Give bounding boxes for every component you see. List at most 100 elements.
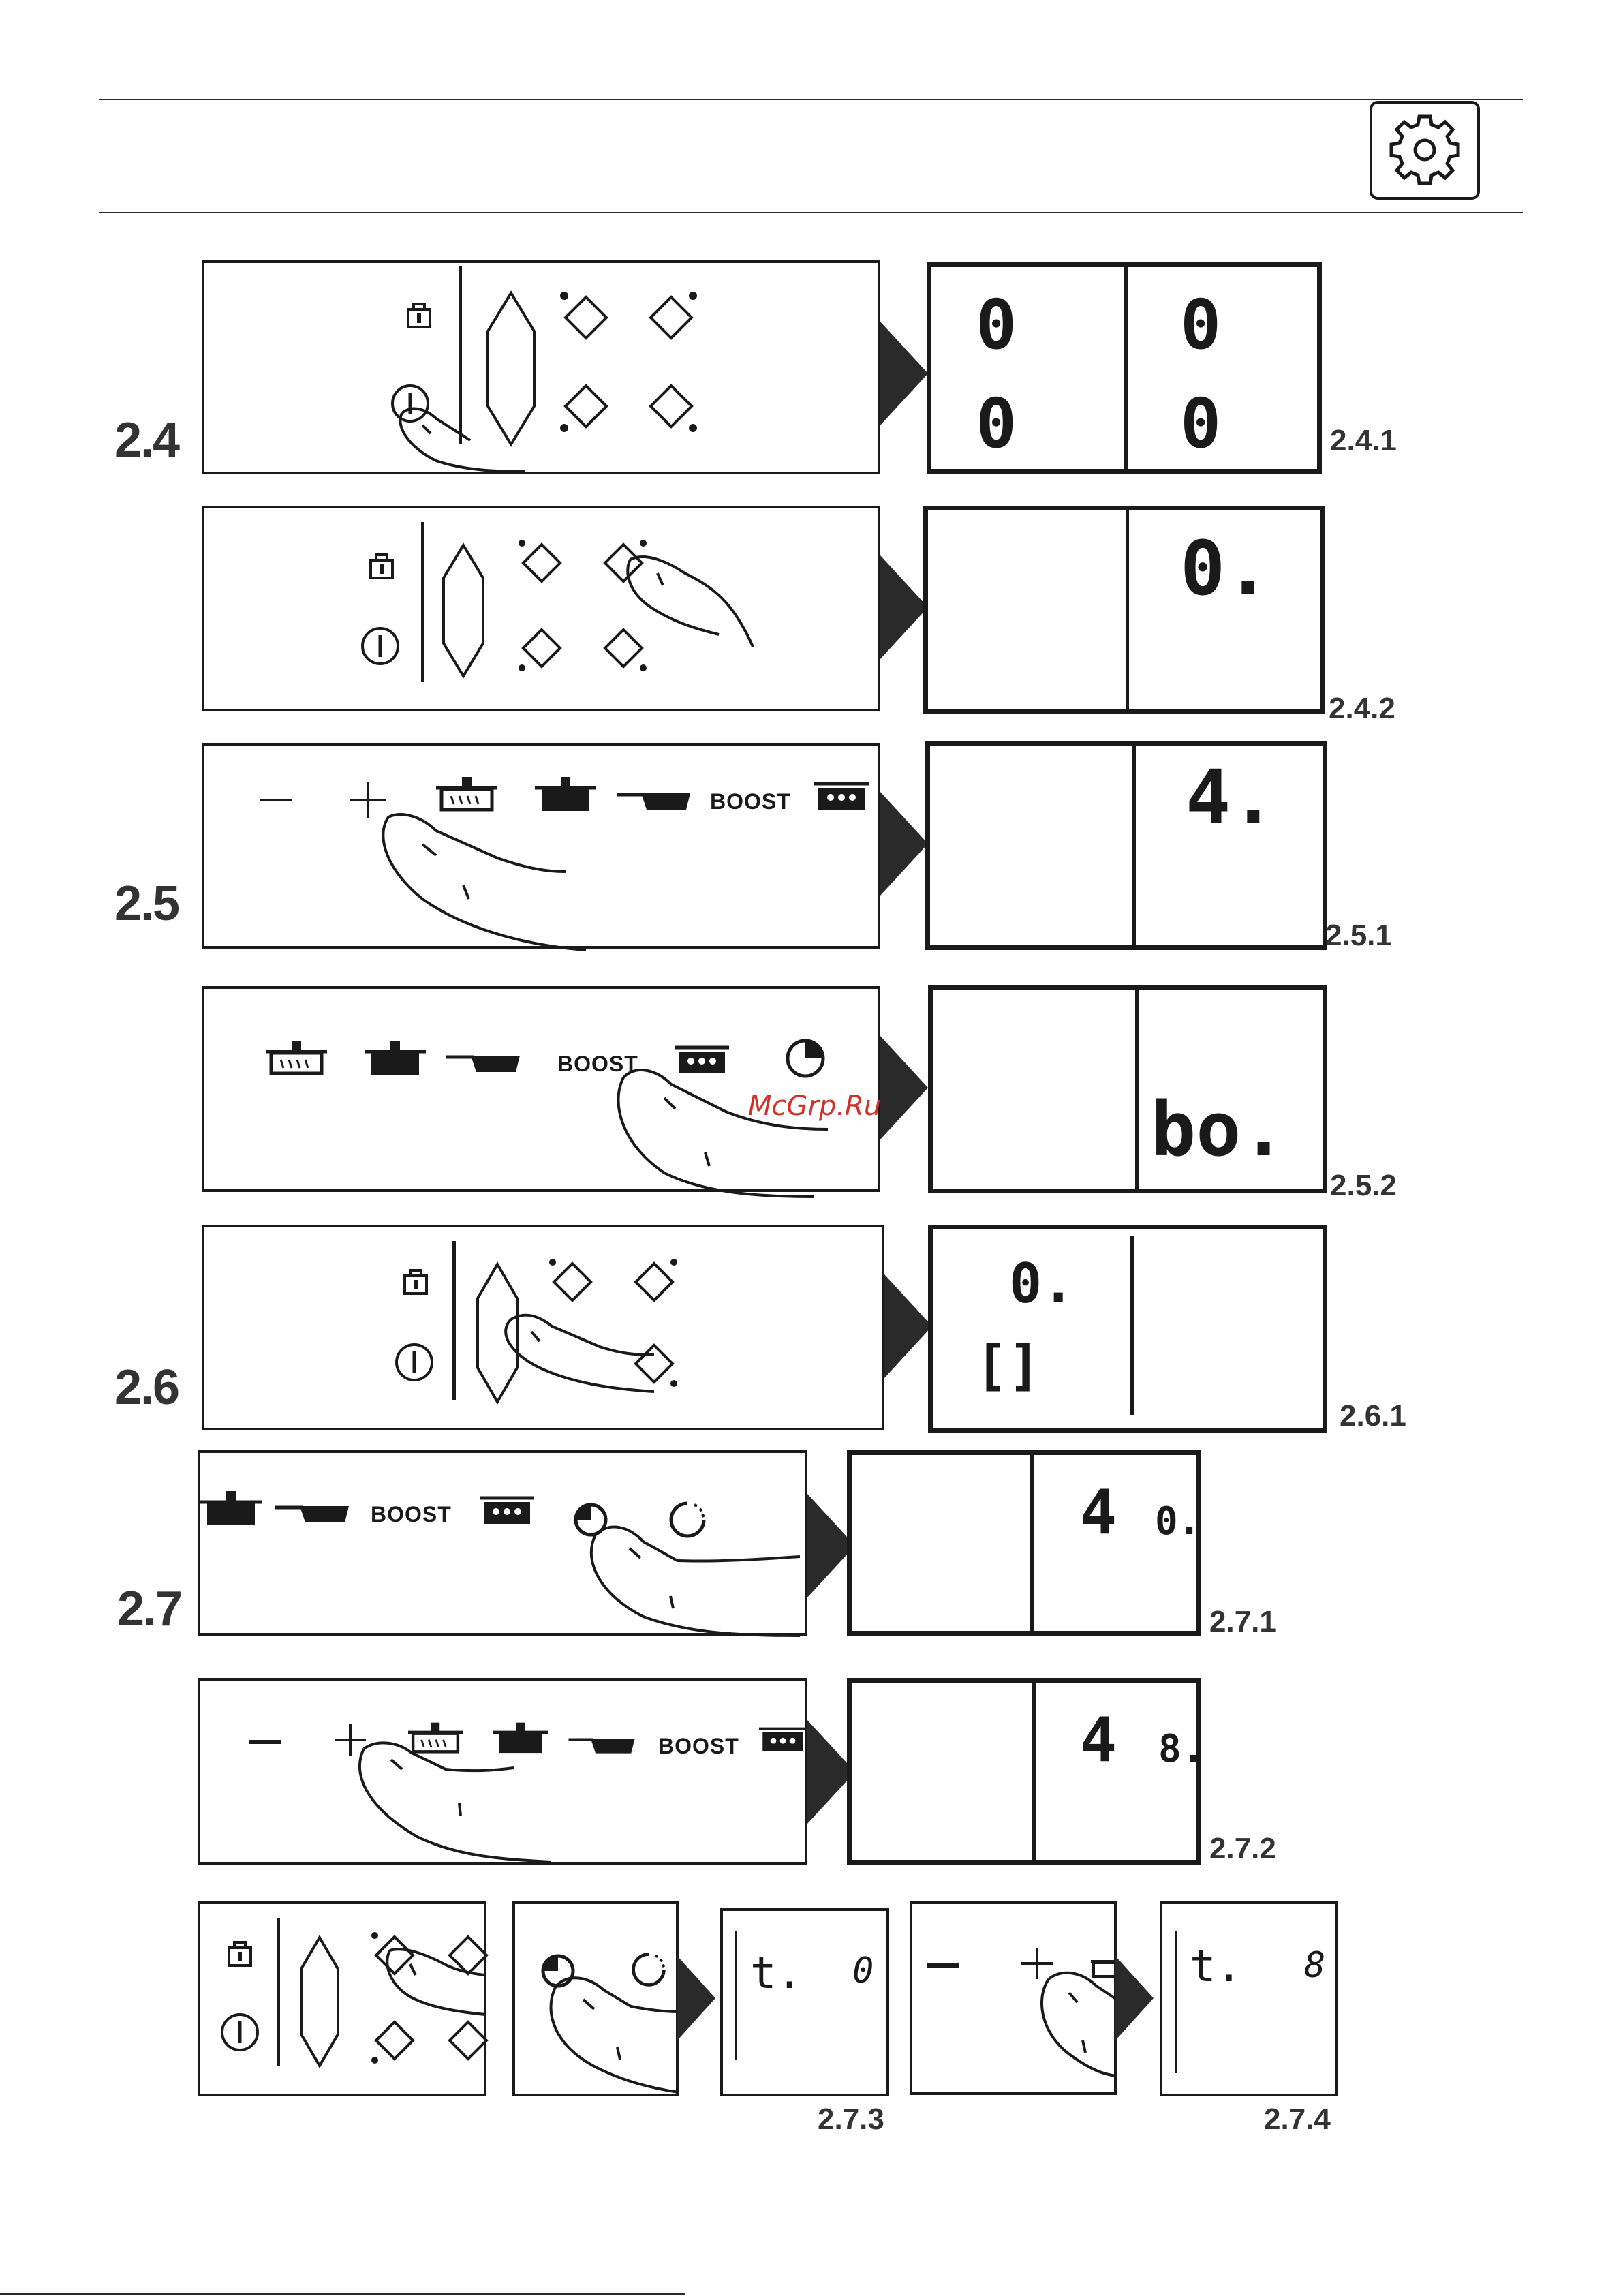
panel-2-7-1: BOOST (198, 1450, 807, 1636)
figure-label-2-5-1: 2.5.1 (1325, 919, 1392, 953)
header-bottom-rule (99, 212, 1523, 213)
zone-key-icon (548, 1258, 596, 1306)
section-label-2-6: 2.6 (114, 1360, 179, 1415)
display-divider (1124, 267, 1128, 469)
arrow-right-icon (880, 555, 928, 659)
display-2-4-2: 0. (923, 506, 1325, 714)
figure-label-2-6-1: 2.6.1 (1340, 1399, 1406, 1433)
finger-icon (388, 399, 525, 474)
display-2-7-1: 4 0. (847, 1450, 1201, 1636)
panel-2-7-3a (198, 1901, 486, 2096)
display-digit: 0 (1180, 390, 1221, 458)
zone-key-icon (559, 290, 613, 345)
display-digit: 8 (1304, 1948, 1325, 1983)
display-2-7-3: t. 0 (720, 1908, 889, 2096)
display-digit: 8. (1158, 1730, 1204, 1769)
frying-pan-icon (617, 786, 692, 814)
lock-icon (405, 299, 433, 328)
panel-2-5-2: BOOST (202, 986, 880, 1192)
display-divider (735, 1931, 737, 2060)
section-label-2-4: 2.4 (114, 412, 179, 468)
settings-gear-box (1370, 101, 1480, 200)
gear-icon (1372, 104, 1477, 197)
display-digit: 4 (1080, 1710, 1117, 1771)
zone-key-icon (644, 379, 698, 433)
display-digit: 0. (1009, 1257, 1075, 1311)
display-digit: 0 (976, 291, 1017, 359)
display-2-6-1: 0. [] (928, 1225, 1327, 1433)
figure-label-2-7-3: 2.7.3 (818, 2102, 884, 2137)
minus-icon (926, 1959, 960, 1972)
finger-icon (361, 810, 729, 953)
pot-icon (365, 1037, 426, 1077)
pot-icon (535, 773, 596, 814)
display-digit: 0. (1155, 1503, 1201, 1541)
display-digit: 0. (1180, 531, 1270, 606)
zone-key-icon (630, 1258, 678, 1306)
bridge-icon (759, 1718, 807, 1756)
figure-label-2-4-1: 2.4.1 (1330, 424, 1397, 458)
display-divider (1130, 1236, 1134, 1415)
display-digit: t. (1190, 1945, 1242, 1989)
minus-icon (248, 1735, 282, 1749)
panel-2-7-3b (512, 1901, 679, 2096)
power-icon (394, 1342, 435, 1383)
finger-icon (582, 1521, 807, 1637)
panel-2-7-2: BOOST (198, 1678, 807, 1865)
watermark: McGrp.Ru (748, 1090, 881, 1122)
figure-label-2-7-1: 2.7.1 (1209, 1605, 1276, 1639)
panel-2-6-1 (202, 1225, 884, 1430)
slider-icon (439, 542, 487, 679)
footer-rule (0, 2293, 685, 2295)
display-2-7-4: t. 8 (1160, 1901, 1338, 2096)
arrow-right-icon (880, 1036, 928, 1139)
keep-warm-icon (266, 1037, 327, 1077)
display-digit: 0 (1180, 291, 1221, 359)
panel-divider (421, 522, 424, 682)
frying-pan-icon (568, 1732, 636, 1757)
zone-key-icon (371, 2017, 418, 2064)
arrow-right-icon (884, 1274, 932, 1378)
bridge-icon (814, 773, 869, 814)
keep-warm-icon (436, 773, 497, 814)
display-divider (1126, 510, 1129, 709)
display-divider (1135, 990, 1139, 1189)
display-2-5-1: 4. (925, 741, 1327, 950)
header-top-rule (99, 99, 1523, 100)
display-2-7-2: 4 8. (847, 1678, 1201, 1865)
display-digit: t. (750, 1952, 803, 1995)
bridge-icon (480, 1487, 534, 1528)
boost-label: BOOST (658, 1734, 739, 1759)
minus-icon (259, 793, 293, 807)
section-label-2-5: 2.5 (114, 876, 179, 932)
pot-icon (200, 1487, 262, 1528)
zone-key-icon (518, 539, 566, 587)
lock-icon (402, 1265, 429, 1295)
power-icon (360, 626, 401, 667)
panel-2-4-2 (202, 506, 880, 711)
finger-icon (1035, 1965, 1117, 2088)
arrow-right-icon (677, 1956, 715, 2040)
display-2-5-2: bo. (928, 985, 1327, 1193)
display-divider (1032, 1683, 1036, 1860)
panel-2-5-1: BOOST (202, 743, 880, 949)
finger-icon (610, 1064, 882, 1200)
display-digit: 0 (976, 390, 1017, 458)
finger-icon (383, 1944, 485, 2019)
zone-key-icon (644, 290, 698, 345)
arrow-right-icon (880, 792, 928, 896)
lock-icon (368, 549, 395, 579)
section-label-2-7: 2.7 (117, 1581, 181, 1637)
finger-icon (542, 1972, 679, 2095)
zone-key-icon (559, 379, 613, 433)
display-divider (1175, 1931, 1177, 2073)
display-divider (1030, 1455, 1034, 1631)
figure-label-2-7-2: 2.7.2 (1209, 1832, 1276, 1866)
power-icon (219, 2012, 260, 2053)
display-digit: 0 (852, 1953, 874, 1989)
finger-icon (617, 546, 753, 648)
display-2-4-1: 0 0 0 0 (927, 262, 1322, 474)
slider-icon (297, 1935, 342, 2068)
panel-2-7-4a (910, 1901, 1117, 2095)
display-digit: [] (975, 1338, 1040, 1393)
